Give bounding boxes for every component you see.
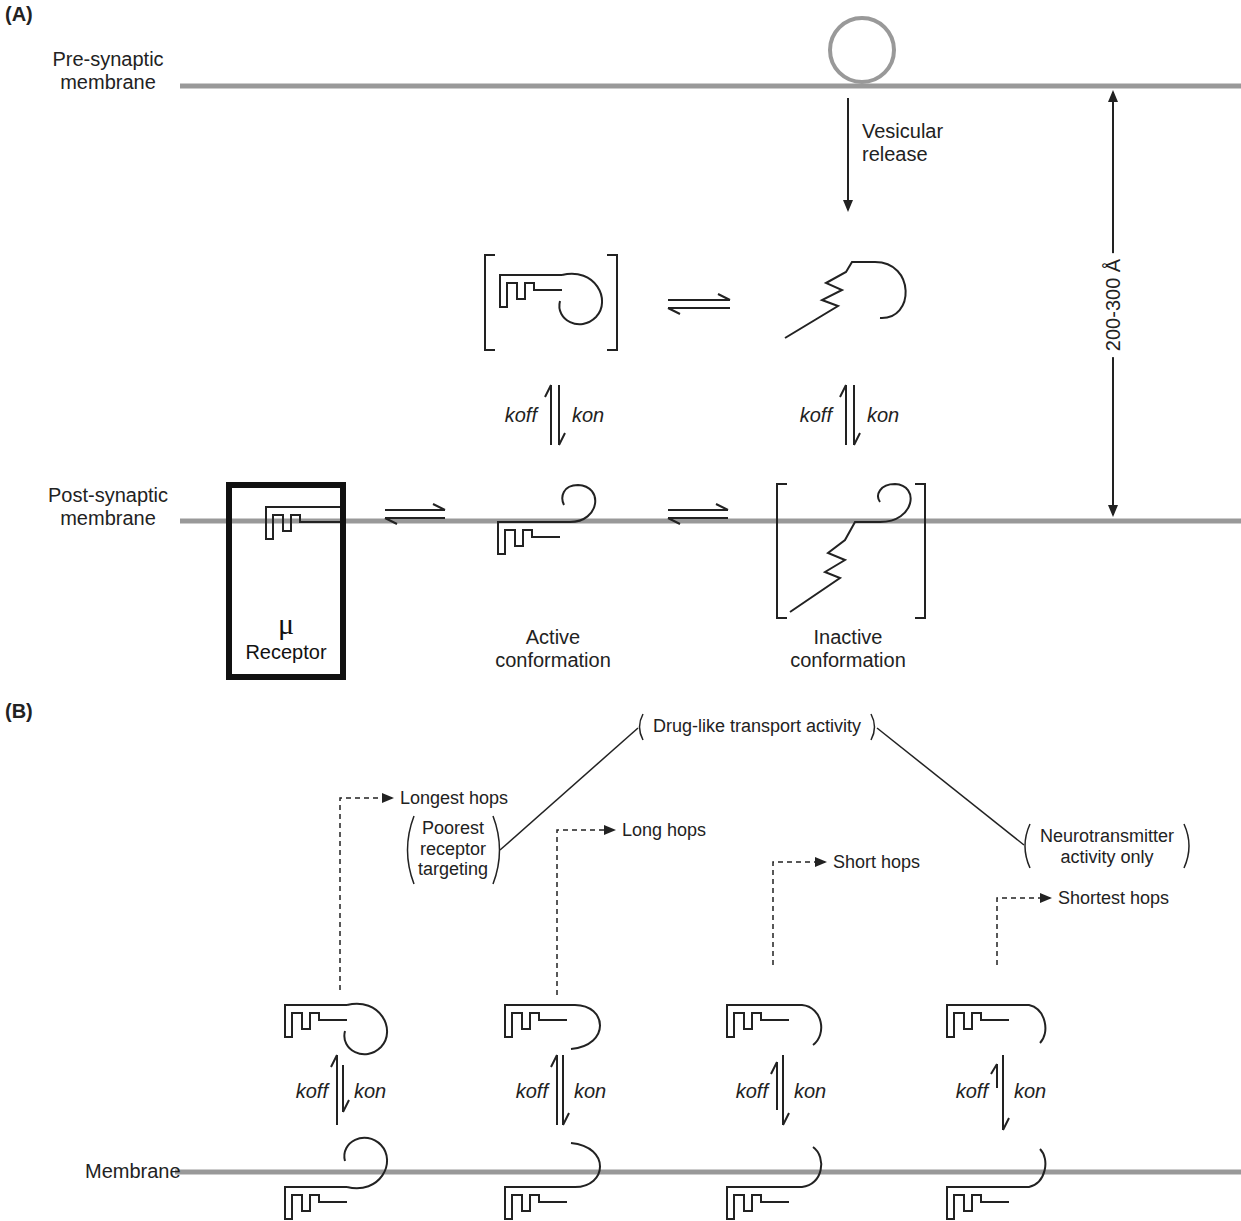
ligand-loop <box>789 1147 821 1187</box>
bracket <box>485 255 617 350</box>
panel-letter: (B) <box>5 700 33 723</box>
category-label: Poorest receptor targeting <box>412 818 494 880</box>
ligand-loop <box>1009 1005 1045 1043</box>
state-label: Inactive conformation <box>778 626 918 672</box>
hop-label: Longest hops <box>400 788 508 809</box>
ligand-body <box>498 522 560 554</box>
ligand-body <box>947 1005 1009 1037</box>
ligand-loop <box>789 1005 821 1045</box>
receptor-box: μReceptor <box>226 482 346 680</box>
panel-letter: (A) <box>5 3 33 26</box>
equilibrium-arrow <box>668 504 728 524</box>
parentheses <box>408 714 1190 884</box>
rate-constant: koff <box>956 1080 988 1103</box>
pre-synaptic-membrane <box>180 84 1241 89</box>
receptor-symbol: μ <box>278 607 294 642</box>
rate-constant: kon <box>794 1080 826 1103</box>
hop-label: Short hops <box>833 852 920 873</box>
parenthesis <box>871 714 875 740</box>
ligand-loop <box>560 485 595 522</box>
ligand-loop <box>567 1143 600 1187</box>
binding-arrow <box>771 1055 789 1125</box>
ligand-loop <box>344 1004 387 1054</box>
rate-constant: koff <box>296 1080 328 1103</box>
hop-arrows <box>340 798 1050 995</box>
bracket <box>777 484 925 618</box>
leader-line <box>877 728 1024 845</box>
category-label: Drug-like transport activity <box>653 716 861 737</box>
release-arrow <box>847 98 849 210</box>
membrane-label: Membrane <box>85 1160 181 1183</box>
ligand-inactive-bound <box>790 484 911 612</box>
hop-arrow <box>340 798 392 990</box>
hop-arrow <box>997 898 1050 965</box>
rate-constant: koff <box>800 404 832 427</box>
equilibrium-arrows <box>385 294 860 524</box>
receptor-name: Receptor <box>245 641 326 664</box>
ligand-inactive-free <box>785 262 906 338</box>
dimension-label: 200-300 Å <box>1100 253 1127 357</box>
hop-arrow <box>773 862 825 965</box>
rate-constant: kon <box>867 404 899 427</box>
equilibrium-arrow <box>668 294 730 314</box>
ligand-body <box>285 1187 347 1219</box>
parenthesis <box>1025 824 1030 868</box>
membrane-label: Pre-synaptic membrane <box>38 48 178 94</box>
state-label: Active conformation <box>483 626 623 672</box>
ligand-in-receptor <box>266 507 346 539</box>
binding-arrow <box>331 1055 349 1125</box>
ligand-body <box>500 275 562 307</box>
ligand-loop <box>344 1138 387 1188</box>
free-ligands <box>285 1004 1045 1054</box>
leader-line <box>500 728 638 850</box>
ligand-active-bound <box>498 485 595 554</box>
ligand-body <box>947 1187 1009 1219</box>
ligand-body <box>505 1187 567 1219</box>
binding-arrow <box>840 385 860 445</box>
rate-constant: kon <box>574 1080 606 1103</box>
rate-constant: koff <box>505 404 537 427</box>
binding-arrow <box>551 1055 569 1125</box>
rate-constant: kon <box>572 404 604 427</box>
ligand-loop <box>567 1005 600 1049</box>
equilibrium-arrow <box>385 504 445 524</box>
rate-constant: kon <box>354 1080 386 1103</box>
bound-ligands <box>285 1138 1045 1219</box>
parenthesis <box>493 816 500 884</box>
process-label: Vesicular release <box>862 120 962 166</box>
ligand-active-free <box>500 274 602 324</box>
membrane-line <box>175 1170 1241 1175</box>
parenthesis <box>408 816 415 884</box>
parenthesis <box>640 714 644 740</box>
ligand-body <box>505 1005 567 1037</box>
category-label: Neurotransmitter activity only <box>1027 826 1187 867</box>
ligand-body <box>285 1005 347 1037</box>
rate-constant: kon <box>1014 1080 1046 1103</box>
vesicle <box>830 18 894 82</box>
hop-label: Shortest hops <box>1058 888 1169 909</box>
ligand-body <box>727 1187 789 1219</box>
membrane-label: Post-synaptic membrane <box>38 484 178 530</box>
binding-arrow <box>991 1055 1009 1130</box>
ligand-body <box>727 1005 789 1037</box>
ligand-loop <box>559 274 602 324</box>
ligand-loop <box>1009 1149 1045 1187</box>
parenthesis <box>1184 824 1189 868</box>
rate-constant: koff <box>516 1080 548 1103</box>
hop-arrow <box>557 830 614 995</box>
binding-arrows <box>331 1055 1009 1130</box>
rate-constant: koff <box>736 1080 768 1103</box>
binding-arrow <box>545 385 565 445</box>
hop-label: Long hops <box>622 820 706 841</box>
